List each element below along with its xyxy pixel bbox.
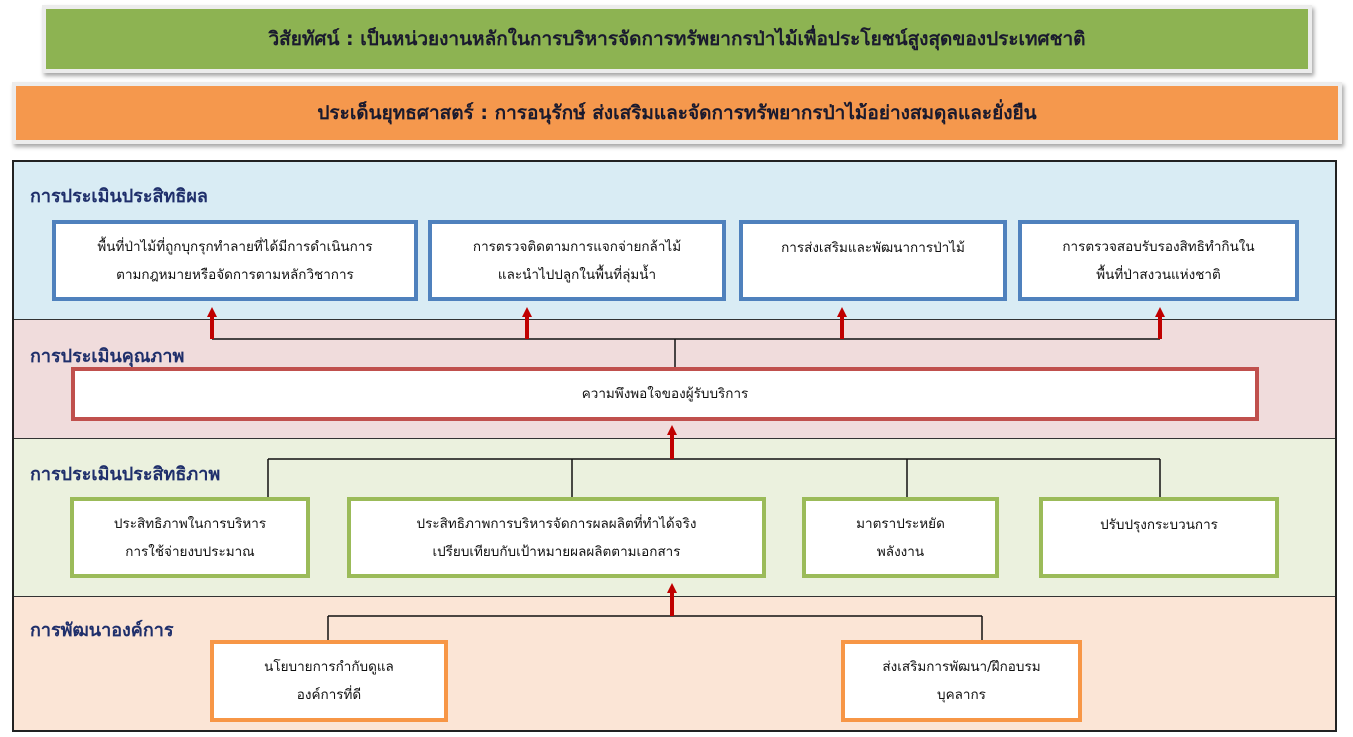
vision-banner: วิสัยทัศน์ : เป็นหน่วยงานหลักในการบริหาร…: [42, 5, 1312, 73]
efficiency-box-1: ประสิทธิภาพในการบริหาร การใช้จ่ายงบประมา…: [70, 497, 310, 578]
effect-box-3-line1: การส่งเสริมและพัฒนาการป่าไม้: [781, 240, 965, 256]
quality-box-text: ความพึงพอใจของผู้รับบริการ: [581, 386, 749, 402]
strategy-text: ประเด็นยุทธศาสตร์ : การอนุรักษ์ ส่งเสริม…: [317, 102, 1037, 124]
effect-box-4: การตรวจสอบรับรองสิทธิทำกินใน พื้นที่ป่าส…: [1018, 220, 1299, 301]
effect-box-2-line2: และนำไปปลูกในพื้นที่ลุ่มน้ำ: [497, 266, 657, 283]
effect-box-2: การตรวจติดตามการแจกจ่ายกล้าไม้ และนำไปปล…: [428, 220, 726, 301]
development-box-1-line1: นโยบายการกำกับดูแล: [264, 659, 394, 675]
development-box-2-line2: บุคลากร: [937, 687, 986, 703]
effect-box-1-line1: พื้นที่ป่าไม้ที่ถูกบุกรุกทำลายที่ได้มีกา…: [97, 238, 373, 255]
effect-box-4-line1: การตรวจสอบรับรองสิทธิทำกินใน: [1062, 238, 1255, 255]
efficiency-box-1-line1: ประสิทธิภาพในการบริหาร: [113, 515, 267, 532]
effect-box-2-line1: การตรวจติดตามการแจกจ่ายกล้าไม้: [472, 238, 682, 255]
quality-box: ความพึงพอใจของผู้รับบริการ: [71, 367, 1259, 421]
efficiency-box-3-line2: พลังงาน: [876, 543, 925, 560]
efficiency-title: การประเมินประสิทธิภาพ: [30, 464, 221, 485]
efficiency-box-4: ปรับปรุงกระบวนการ: [1039, 497, 1279, 578]
efficiency-box-1-line2: การใช้จ่ายงบประมาณ: [125, 543, 255, 560]
vision-text: วิสัยทัศน์ : เป็นหน่วยงานหลักในการบริหาร…: [268, 28, 1086, 50]
efficiency-box-2: ประสิทธิภาพการบริหารจัดการผลผลิตที่ทำได้…: [347, 497, 766, 578]
diagram-frame: [12, 160, 1337, 732]
effect-box-1: พื้นที่ป่าไม้ที่ถูกบุกรุกทำลายที่ได้มีกา…: [52, 220, 418, 301]
effectiveness-title: การประเมินประสิทธิผล: [30, 186, 208, 207]
development-box-2-line1: ส่งเสริมการพัฒนา/ฝึกอบรม: [882, 659, 1041, 675]
development-box-1-line2: องค์การที่ดี: [296, 687, 362, 703]
development-box-1: นโยบายการกำกับดูแล องค์การที่ดี: [210, 640, 448, 722]
efficiency-box-3: มาตราประหยัด พลังงาน: [802, 497, 999, 578]
strategy-banner: ประเด็นยุทธศาสตร์ : การอนุรักษ์ ส่งเสริม…: [12, 82, 1342, 144]
efficiency-box-2-line1: ประสิทธิภาพการบริหารจัดการผลผลิตที่ทำได้…: [416, 515, 697, 532]
efficiency-box-3-line1: มาตราประหยัด: [856, 515, 945, 532]
effect-box-1-line2: ตามกฎหมายหรือจัดการตามหลักวิชาการ: [116, 266, 354, 283]
effect-box-3: การส่งเสริมและพัฒนาการป่าไม้: [739, 220, 1007, 301]
efficiency-box-2-line2: เปรียบเทียบกับเป้าหมายผลผลิตตามเอกสาร: [432, 543, 681, 560]
efficiency-box-4-line1: ปรับปรุงกระบวนการ: [1100, 517, 1218, 533]
development-title: การพัฒนาองค์การ: [30, 620, 174, 641]
quality-title: การประเมินคุณภาพ: [30, 346, 185, 367]
development-box-2: ส่งเสริมการพัฒนา/ฝึกอบรม บุคลากร: [841, 640, 1082, 722]
effect-box-4-line2: พื้นที่ป่าสงวนแห่งชาติ: [1096, 266, 1221, 283]
